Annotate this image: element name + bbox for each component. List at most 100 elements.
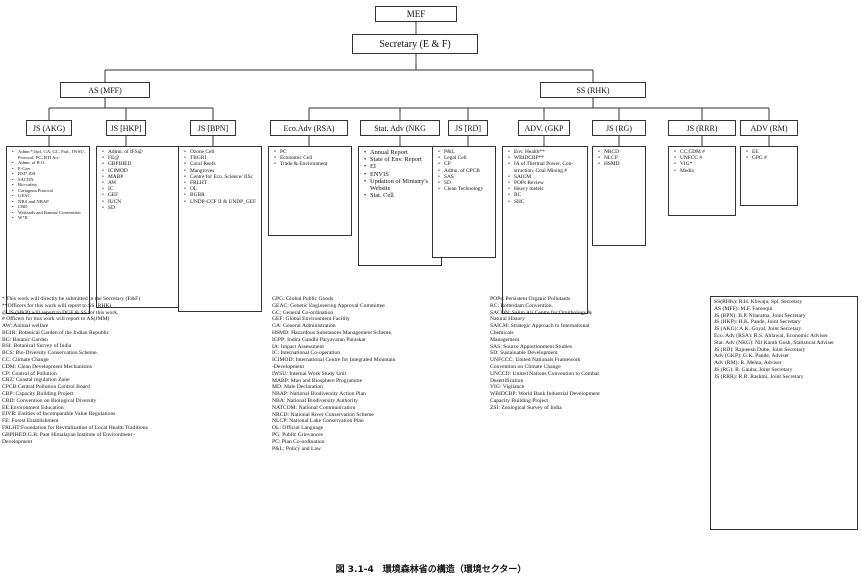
unit-header-label: JS (RRR) (686, 123, 718, 133)
glossary-entry: FRLHT:Foundation for Revitalization of L… (2, 424, 148, 431)
duty-item: SHC (508, 199, 585, 205)
officer-entry: AS (MFF): M.F. Farooqui (714, 305, 773, 312)
secretary-label: Secretary (E & F) (379, 38, 451, 50)
glossary-entry: Development (2, 438, 33, 445)
duty-item: IA of Thermal Power, Con-struction, Coal… (508, 161, 585, 173)
duty-item: W*II (12, 215, 87, 221)
glossary-entry: CP: Control of Pollution (2, 370, 57, 377)
glossary-entry: NBAP: National Biodiversity Action Plan (272, 391, 366, 398)
glossary-entry: HSMD: Hazardous Substances Management Sc… (272, 329, 393, 336)
duty-item: E-Gov. (12, 166, 87, 172)
glossary-entry: CDM: Clean Development Mechanisms (2, 363, 92, 370)
glossary-entry: EE:Environment Education (2, 404, 64, 411)
duty-item: Stat. Cell (364, 192, 439, 199)
unit-duties-box: EEGPG # (740, 146, 798, 206)
duty-item: UNFCC # (674, 155, 733, 161)
duty-item: Cartagena Protocol (12, 188, 87, 194)
glossary-entry: CC: Climate Change (2, 356, 49, 363)
glossary-entry: ICIMOD: International Centre for Integra… (272, 357, 396, 364)
duty-item: Admn. of CPCB (438, 168, 493, 174)
glossary-entry: BSI: Botanical Survey of India (2, 343, 72, 350)
officer-entry: JS (BPN): B.P. Nilaratna, Joint Secretar… (714, 312, 806, 319)
glossary-entry: Natural History (490, 316, 525, 323)
duty-item: ICIMOD (102, 168, 177, 174)
duty-item: Clean Technology (438, 186, 493, 192)
glossary-entry: SAS: Source Apportionment Studies (490, 343, 572, 350)
unit-header-label: JS (RG) (605, 123, 632, 133)
unit-header-label: JS [HKP] (110, 123, 142, 133)
unit-header-label: Eco.Adv (RSA) (283, 123, 335, 133)
duty-item: SAS (438, 174, 493, 180)
duty-item: Trade & Environment (274, 161, 349, 167)
footnote-line: # Officers for this work will report to … (2, 316, 110, 323)
unit-header: JS [RD] (448, 120, 488, 136)
unit-header-label: Stat. Adv (NKG (374, 123, 426, 133)
unit-duties-box: CC,CDM #UNFCC #VIG*Media (668, 146, 736, 216)
unit-header: JS [BPN] (190, 120, 236, 136)
glossary-entry: GC: General Co-ordination (272, 309, 334, 316)
glossary-entry: NRCD: National River Conservation Scheme (272, 411, 374, 418)
duty-item: GEAC (12, 193, 87, 199)
duty-item: Coral Reefs (184, 161, 259, 167)
glossary-entry: -Development (272, 363, 304, 370)
duty-item: Admn. of IFS@ (102, 149, 177, 155)
glossary-entry: UNCCD: United Nations Convention to Comb… (490, 370, 599, 377)
unit-duties-box: Admn * Incl. GA, GC, Parl., IWSU, Protoc… (6, 146, 90, 314)
footnotes: * This work will directly be submitted t… (2, 296, 267, 323)
glossary-entry: SACON: Salim Ali Centre for Ornithology … (490, 309, 592, 316)
duty-item: NBA and NBAP (12, 199, 87, 205)
footnote-line: **Officers for this work will report to … (2, 302, 112, 309)
unit-header-label: JS (AKG) (32, 123, 66, 133)
duty-item: Admn. of R.O. (12, 160, 87, 166)
duty-item: UNDP-CCF II & UNDP_GEF (184, 199, 259, 205)
glossary-entry: NATCOM: National Communication (272, 404, 356, 411)
duty-item: ENVIS (364, 171, 439, 178)
duty-item: Mangroves (184, 168, 259, 174)
duty-item: PC (274, 149, 349, 155)
glossary-entry: GEAC: Genetic Engineering Approval Commi… (272, 302, 385, 309)
duty-item: EI (364, 163, 439, 170)
glossary-entry: GEF: Global Environment Facility (272, 316, 350, 323)
glossary-entry: PC: Plan Co-ordination (272, 438, 325, 445)
officer-entry: Adv (RM): R. Mehta, Adviser (714, 360, 782, 367)
unit-duties-box: Ozone CellTBGRICoral ReefsMangrovesCentr… (178, 146, 262, 312)
glossary-entry: GBPIHED:G.B. Pant Himalayan Institute of… (2, 431, 136, 438)
duty-item: SD (438, 180, 493, 186)
mef-box: MEF (375, 6, 457, 22)
duty-item: SAICM (508, 174, 585, 180)
glossary-entry: NLCP: National Lake Conservation Plan (272, 418, 364, 425)
unit-header-label: ADV. (GKP (524, 123, 564, 133)
officer-entry: JS (AKG): A.K. Goyal, Joint Secretary (714, 326, 802, 333)
duty-item: CP (438, 161, 493, 167)
unit-header-label: ADV (RM) (750, 123, 788, 133)
duty-item: SACON (12, 177, 87, 183)
duty-item: BSI* ZSI (12, 171, 87, 177)
glossary-entry: CBP: Capacity Building Project (2, 390, 74, 397)
glossary-entry: EIVR: Entities of Incomparable Value Reg… (2, 411, 116, 418)
duty-item: RC (508, 192, 585, 198)
duty-item: FRLHT (184, 180, 259, 186)
glossary-entry: BG: Botanic Garden (2, 336, 48, 343)
duty-item: BGBR (184, 192, 259, 198)
duty-item: MABP (102, 174, 177, 180)
glossary-entry: Capacity Building Project (490, 397, 549, 404)
glossary-entry: WBIDCBP: World Bank Industrial Developme… (490, 391, 600, 398)
unit-header: ADV (RM) (740, 120, 798, 136)
duty-item: NLCP (598, 155, 643, 161)
duty-item: CBD (12, 204, 87, 210)
officer-entry: JS (HKP): H.K. Pande, Joint Secretary (714, 319, 801, 326)
glossary-entry: IA: Impact Assessment (272, 343, 324, 350)
unit-duties-box: NRCDNLCPHSMD (592, 146, 646, 246)
duty-item: GBPIHED (102, 161, 177, 167)
glossary-entry: SD: Sustainable Development (490, 350, 558, 357)
glossary-entry: BGIR: Botanical Garden of the Indian Rep… (2, 329, 110, 336)
duty-item: POPs Review (508, 180, 585, 186)
glossary-entry: OL: Official Language (272, 425, 324, 432)
duty-item: Economic Cell (274, 155, 349, 161)
glossary-entry: MD: Male Declaration (272, 384, 323, 391)
unit-duties-box: Env. Health**WBIDCBP**IA of Thermal Powe… (502, 146, 588, 314)
ss-rhk-box: SS (RHK) (540, 82, 646, 98)
